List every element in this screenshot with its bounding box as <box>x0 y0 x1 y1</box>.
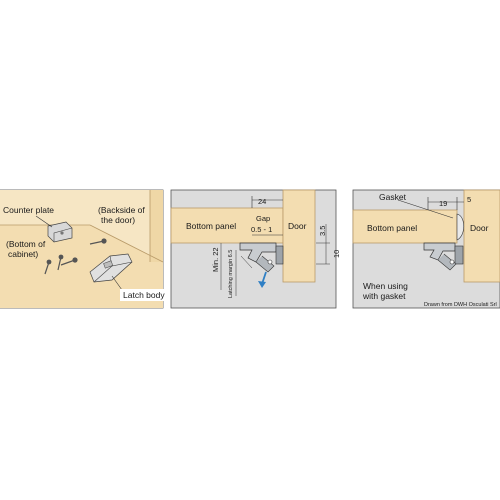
leader-counter-plate <box>35 215 53 228</box>
label-gap-value: 0.5 - 1 <box>251 225 272 234</box>
screw-3 <box>57 254 64 271</box>
gasket-part <box>456 213 465 241</box>
label-bottom-of-cabinet-1: (Bottom of <box>6 239 46 249</box>
label-counter-plate: Counter plate <box>3 205 54 215</box>
dim-19-text: 19 <box>439 199 447 208</box>
label-bottom-panel-3: Bottom panel <box>367 223 417 233</box>
label-bottom-panel-2: Bottom panel <box>186 221 236 231</box>
label-latching-margin: Latching margin 6.5 <box>228 250 234 298</box>
dim-10-text: 10 <box>332 250 341 258</box>
label-gasket: Gasket <box>379 192 407 202</box>
dim-5-text: 5 <box>467 195 471 204</box>
label-bottom-of-cabinet-2: cabinet) <box>8 249 38 259</box>
bottom-panel-board <box>170 207 284 244</box>
panel-perspective-view: Counter plate (Bottom of cabinet) (Backs… <box>0 189 166 309</box>
label-when-using-2: with gasket <box>362 291 406 301</box>
label-backside-1: (Backside of <box>98 205 145 215</box>
latch-body-part <box>89 253 133 283</box>
screw-4 <box>44 259 52 275</box>
door-board <box>282 189 316 283</box>
label-door-3: Door <box>470 223 489 233</box>
door-board-3 <box>463 189 500 283</box>
label-door-2: Door <box>288 221 307 231</box>
cabinet-corner-line <box>89 224 164 263</box>
dim-24-text: 24 <box>258 197 266 206</box>
latch-mechanism-side <box>239 242 284 288</box>
label-latch-body: Latch body <box>123 290 165 300</box>
screw-1 <box>89 238 107 245</box>
leader-gasket <box>397 199 454 219</box>
latch-mechanism-gasket <box>423 242 464 271</box>
dim-3-5-text: 3.5 <box>318 226 327 236</box>
cabinet-bottom-surface <box>0 225 163 308</box>
label-when-using-1: When using <box>363 281 408 291</box>
screw-2 <box>60 257 78 266</box>
door-back-surface <box>90 190 163 262</box>
latch-body-label-bg <box>120 289 166 301</box>
dim-min-22-text: Min. 22 <box>211 247 220 272</box>
credit-text: Drawn from DWH Osculati Srl <box>424 302 497 308</box>
bottom-panel-board-3 <box>352 209 458 244</box>
leader-latch-body <box>111 275 123 291</box>
panel-gasket-section: 19 5 Gasket Bottom panel Door When using… <box>352 189 500 309</box>
counter-plate-part <box>47 221 73 243</box>
panel-side-section: 24 Bottom panel Door Gap 0.5 - 1 3.5 10 … <box>170 189 341 309</box>
label-backside-2: the door) <box>101 215 135 225</box>
label-gap: Gap <box>256 214 270 223</box>
